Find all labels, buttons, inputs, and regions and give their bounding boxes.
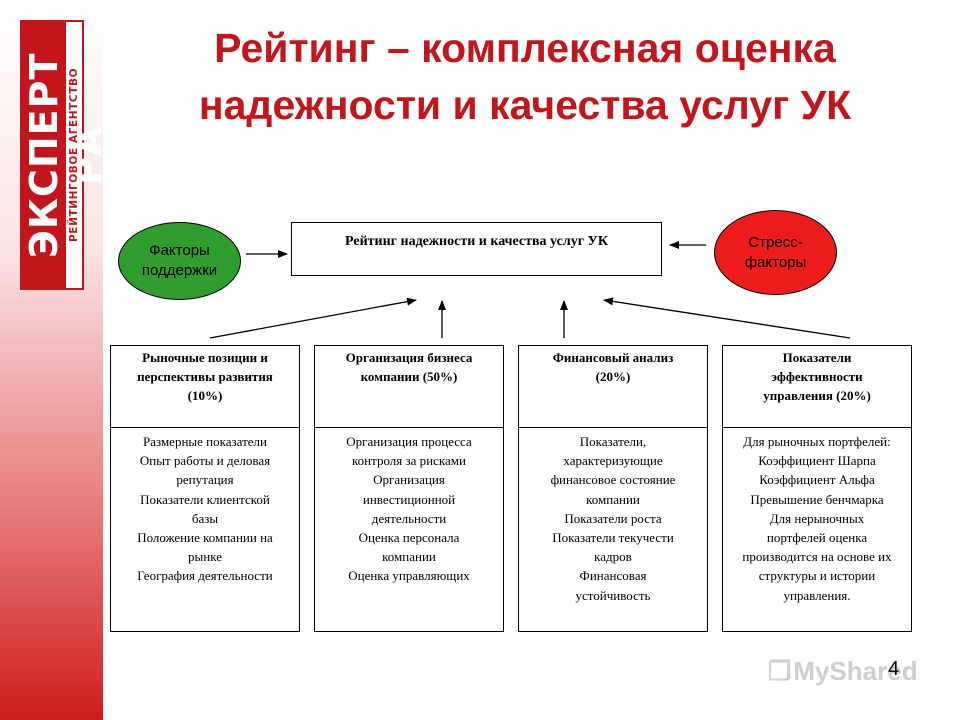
body-line: структуры и истории: [758, 568, 876, 584]
rating-main-box: Рейтинг надежности и качества услуг УК: [291, 222, 662, 276]
header-line: перспективы развития: [137, 369, 273, 384]
page-number: 4: [888, 658, 900, 680]
stress-line-1: Стресс-: [748, 233, 803, 251]
header-line: Рыночные позиции и: [142, 350, 268, 365]
body-line: Показатели,: [579, 434, 647, 449]
header-line: Финансовый анализ: [552, 350, 674, 365]
header-line: Показатели: [782, 350, 852, 365]
body-line: портфелей оценка: [766, 530, 868, 546]
column-financial-analysis: Финансовый анализ (20%) Показатели, хара…: [518, 345, 708, 632]
body-line: производится на основе их: [742, 549, 892, 565]
body-line: рынке: [188, 549, 222, 565]
header-line: компании (50%): [360, 369, 458, 384]
body-line: Показатели клиентской: [140, 491, 270, 507]
body-line: Оценка управляющих: [348, 568, 470, 584]
body-line: репутация: [176, 472, 234, 488]
body-line: Превышение бенчмарка: [750, 491, 884, 507]
header-line: (10%): [187, 388, 223, 403]
column-body: Показатели, характеризующие финансовое с…: [519, 428, 707, 605]
title-line-1: Рейтинг – комплексная оценка: [214, 25, 836, 71]
arrow-col1-to-rating: [209, 297, 417, 339]
header-line: управления (20%): [763, 388, 871, 403]
logo-main-text: ЭКСПЕРТ РА: [22, 22, 110, 288]
support-line-1: Факторы: [149, 242, 210, 259]
column-business-organization: Организация бизнеса компании (50%) Орган…: [314, 345, 504, 632]
body-line: управления.: [783, 587, 851, 603]
body-line: Организация: [373, 472, 445, 488]
stress-line-2: факторы: [744, 253, 807, 271]
body-line: Положение компании на: [137, 530, 273, 546]
arrow-col4-to-rating: [603, 297, 851, 339]
body-line: Организация процесса: [346, 434, 472, 449]
column-body: Организация процесса контроля за рисками…: [315, 428, 503, 586]
body-line: контроля за рисками: [352, 453, 466, 469]
title-line-2: надежности и качества услуг УК: [198, 82, 852, 128]
column-header: Рыночные позиции и перспективы развития …: [111, 346, 299, 428]
body-line: базы: [191, 510, 219, 526]
slides-icon: ❐: [768, 656, 792, 686]
column-body: Для рыночных портфелей: Коэффициент Шарп…: [723, 428, 911, 605]
page-title: Рейтинг – комплексная оценка надежности …: [110, 20, 940, 134]
logo-sub-text: РЕЙТИНГОВОЕ АГЕНТСТВО: [68, 67, 80, 243]
watermark: ❐MyShared: [768, 656, 918, 687]
body-line: характеризующие: [563, 453, 663, 469]
header-line: Организация бизнеса: [345, 350, 473, 365]
body-line: Финансовая: [579, 568, 647, 584]
body-line: География деятельности: [137, 568, 273, 584]
column-header: Организация бизнеса компании (50%): [315, 346, 503, 428]
body-line: Коэффициент Шарпа: [758, 453, 876, 469]
body-line: Для рыночных портфелей:: [743, 434, 891, 449]
body-line: устойчивость: [575, 587, 651, 603]
column-market-positions: Рыночные позиции и перспективы развития …: [110, 345, 300, 632]
body-line: Размерные показатели: [143, 434, 267, 449]
watermark-text: MyShared: [793, 656, 918, 686]
agency-logo: ЭКСПЕРТ РА РЕЙТИНГОВОЕ АГЕНТСТВО: [20, 20, 110, 290]
body-line: компании: [382, 549, 436, 565]
body-line: Показатели роста: [564, 510, 662, 526]
body-line: Оценка персонала: [358, 530, 460, 546]
stress-factors-oval: Стресс- факторы: [714, 210, 837, 295]
column-header: Финансовый анализ (20%): [519, 346, 707, 428]
column-body: Размерные показатели Опыт работы и делов…: [111, 428, 299, 586]
body-line: Показатели текучести: [552, 530, 674, 546]
body-line: компании: [586, 491, 640, 507]
column-header: Показатели эффективности управления (20%…: [723, 346, 911, 428]
column-management-efficiency: Показатели эффективности управления (20%…: [722, 345, 912, 632]
body-line: Коэффициент Альфа: [759, 472, 875, 488]
body-line: кадров: [594, 549, 632, 565]
support-factors-oval: Факторы поддержки: [118, 222, 241, 300]
body-line: инвестиционной: [362, 491, 456, 507]
header-line: (20%): [595, 369, 631, 384]
body-line: финансовое состояние: [550, 472, 676, 488]
support-line-2: поддержки: [141, 262, 218, 279]
header-line: эффективности: [771, 369, 863, 384]
body-line: Опыт работы и деловая: [139, 453, 271, 469]
body-line: деятельности: [371, 510, 447, 526]
body-line: Для нерыночных: [769, 510, 865, 526]
